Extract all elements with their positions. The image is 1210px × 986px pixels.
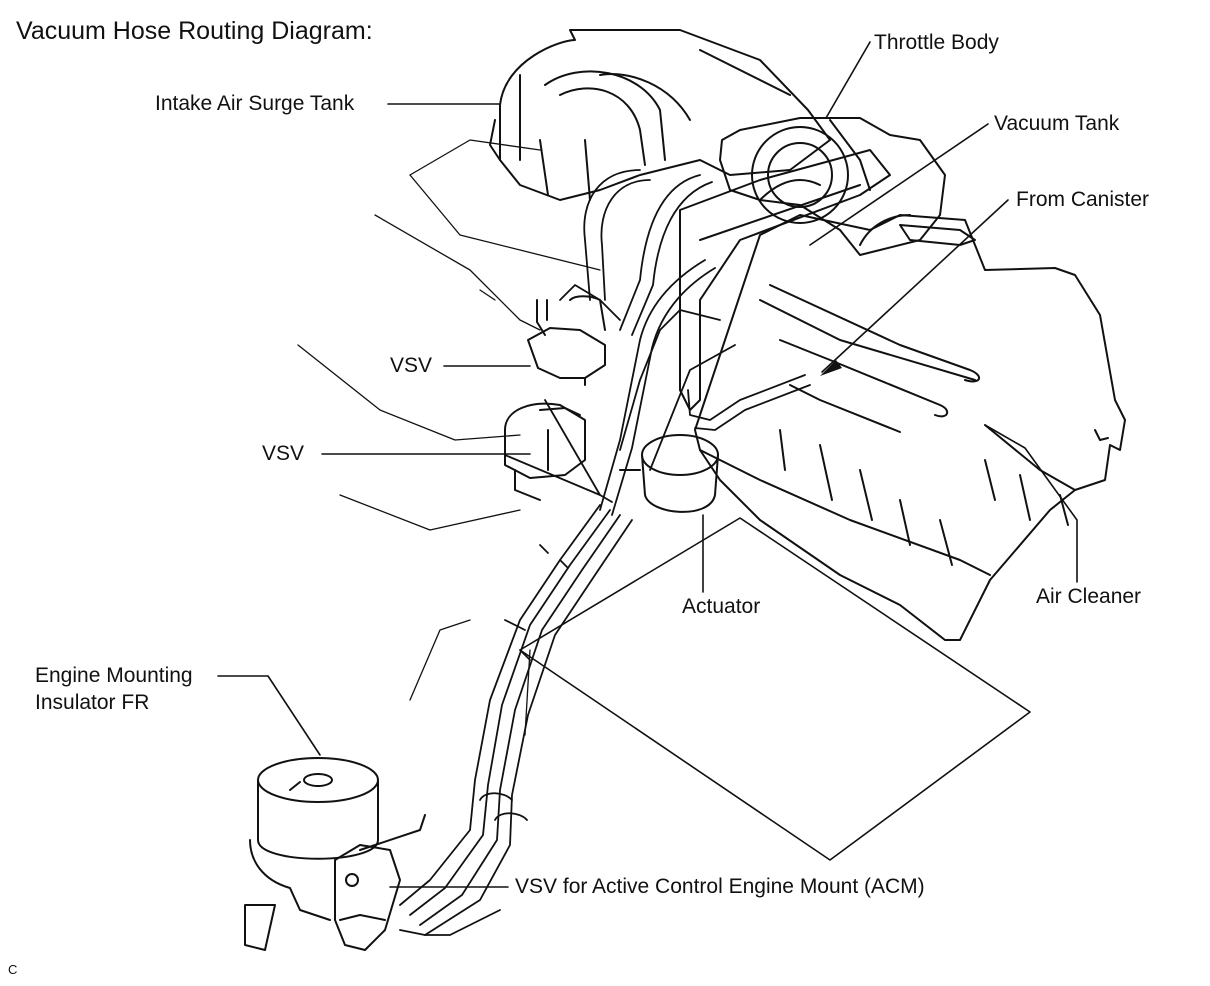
vacuum-tank [679,149,891,411]
vsv-upper [527,295,606,386]
corner-mark: C [8,962,18,977]
from-canister-arrow-icon [820,360,842,376]
label-vsv-acm: VSV for Active Control Engine Mount (ACM… [515,875,925,898]
leader-engine-mounting-insulator [217,675,321,756]
leader-from-canister [821,199,1009,373]
vacuum-hoses [399,169,811,936]
label-vacuum-tank: Vacuum Tank [994,112,1120,135]
diagram-title: Vacuum Hose Routing Diagram: [16,17,373,45]
label-actuator: Actuator [682,595,761,618]
leader-lines [217,41,1078,888]
vsv-lower [504,402,586,501]
battery-tray [519,517,1031,861]
label-from-canister: From Canister [1016,188,1150,211]
label-engine-mounting-insulator-line1: Engine Mounting [35,664,193,687]
label-intake-air-surge-tank: Intake Air Surge Tank [155,92,355,115]
label-throttle-body: Throttle Body [874,31,999,54]
intake-air-surge-tank [489,29,831,201]
engine-block-outline [297,139,601,736]
actuator [619,434,719,513]
leader-air-cleaner [984,424,1078,583]
leader-throttle-body [825,41,871,119]
label-vsv-lower: VSV [262,442,305,465]
leader-vacuum-tank [809,123,989,246]
vsv-acm [334,844,401,951]
air-cleaner [694,214,1126,641]
label-engine-mounting-insulator-line2: Insulator FR [35,691,150,714]
engine-mounting-insulator-fr [244,757,426,951]
label-air-cleaner: Air Cleaner [1036,585,1142,608]
label-vsv-upper: VSV [390,354,433,377]
